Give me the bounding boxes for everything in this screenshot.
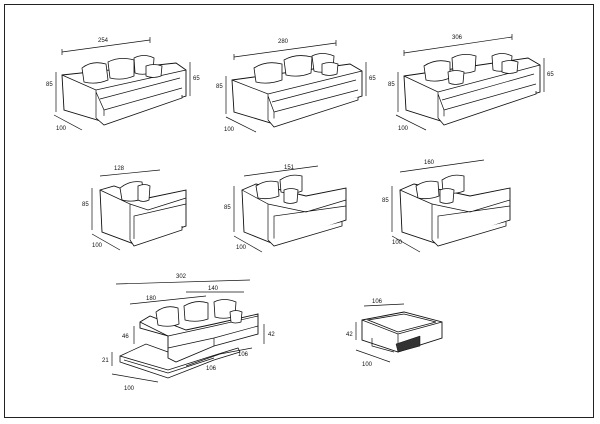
dim-width: 106	[372, 299, 383, 305]
corner-sofa: 302 180 140 46 42 21 100 106 106	[102, 274, 275, 392]
dim-width: 254	[98, 38, 109, 44]
dim-base-height: 21	[102, 358, 109, 364]
dim-height: 42	[346, 332, 353, 338]
dim-front-length: 106	[206, 366, 217, 372]
sofa-254: 254 85 65 100	[46, 37, 200, 132]
dim-width: 160	[424, 160, 435, 166]
dim-mid-width: 140	[208, 286, 219, 292]
dim-depth: 100	[236, 245, 247, 251]
dim-height: 85	[224, 205, 231, 211]
dim-height: 85	[82, 202, 89, 208]
dim-depth: 100	[92, 243, 103, 249]
dim-width: 128	[114, 166, 125, 172]
dim-width: 306	[452, 35, 463, 41]
module-160: 160 85 100	[382, 159, 511, 253]
dim-arm-height: 46	[122, 334, 129, 340]
dim-depth: 100	[398, 126, 409, 132]
dim-seat-height: 65	[547, 72, 554, 78]
dim-depth: 100	[56, 126, 67, 132]
dim-back-width: 180	[146, 296, 157, 302]
module-128: 128 85 100	[82, 166, 187, 251]
dim-seat-height: 65	[193, 76, 200, 82]
dim-side-height: 42	[268, 332, 275, 338]
dim-width: 151	[284, 165, 295, 171]
dim-total-width: 302	[176, 274, 187, 280]
ottoman: 106 42 100	[346, 299, 443, 368]
sofa-280: 280 85 65 100	[216, 39, 376, 133]
dim-height: 85	[46, 82, 53, 88]
dim-height: 85	[382, 198, 389, 204]
sheet-border	[4, 4, 594, 418]
dim-depth: 100	[124, 386, 135, 392]
dim-depth: 100	[224, 127, 235, 133]
dim-side-length: 106	[238, 352, 249, 358]
dim-width: 280	[278, 39, 289, 45]
dim-seat-height: 65	[369, 76, 376, 82]
dim-depth: 100	[392, 240, 403, 246]
dim-depth: 100	[362, 362, 373, 368]
sofa-306: 306 85 65 100	[388, 34, 554, 132]
dim-height: 85	[216, 84, 223, 90]
module-151: 151 85 100	[224, 165, 347, 253]
dim-height: 85	[388, 82, 395, 88]
